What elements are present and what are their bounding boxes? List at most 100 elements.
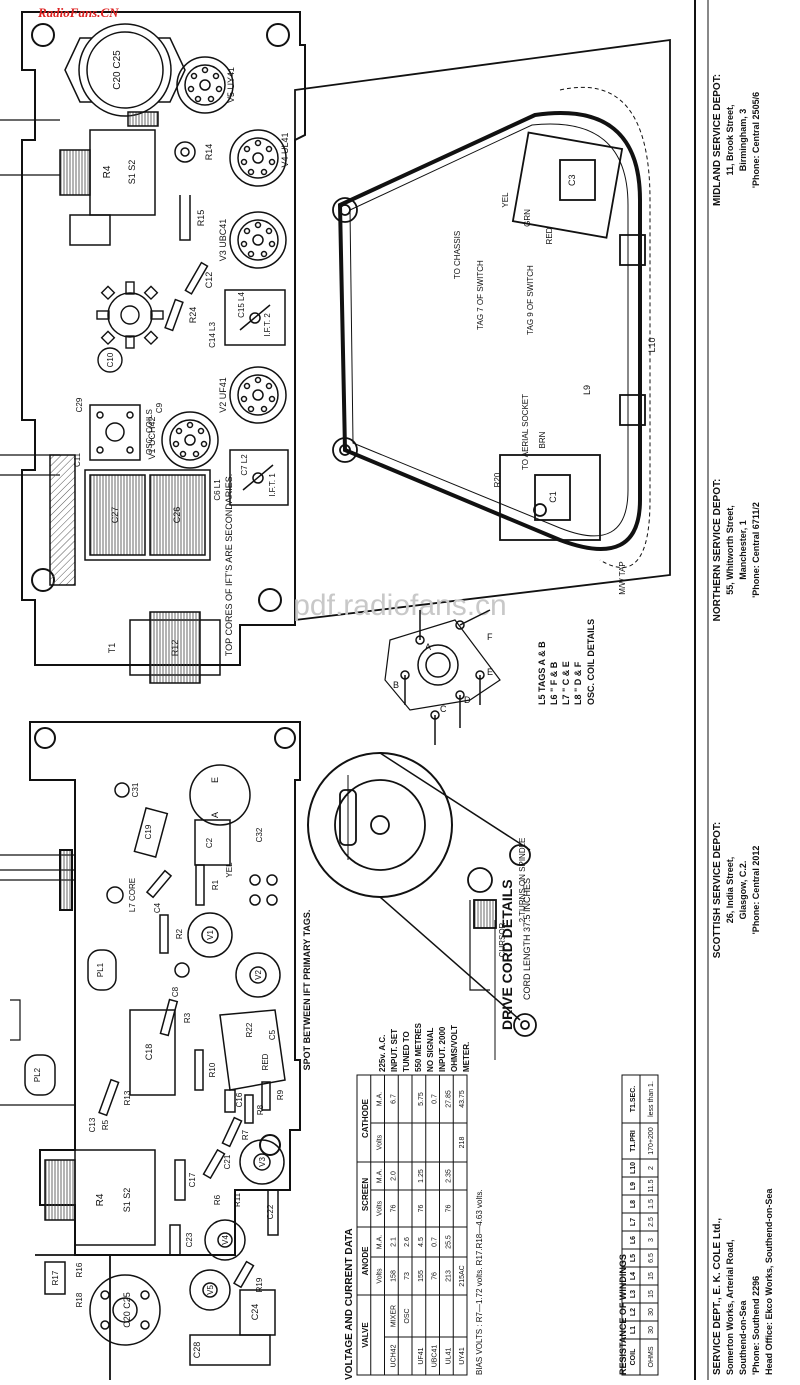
wt-value-7: 2.5 bbox=[648, 1217, 655, 1227]
e-label: E bbox=[210, 777, 220, 783]
depot-3-line-0: MIDLAND SERVICE DEPOT: bbox=[712, 74, 723, 206]
red-label: RED bbox=[545, 227, 554, 244]
c4-label: C4 bbox=[153, 902, 162, 913]
vt-cell-4-5: 27.85 bbox=[445, 1090, 452, 1108]
vt-cell-3-1: 0.7 bbox=[432, 1237, 439, 1247]
valve-socket-v3: V3 UBC41 bbox=[218, 211, 287, 269]
vt-cell-4-0: 213 bbox=[445, 1270, 452, 1282]
wt-value-12: less than 1. bbox=[648, 1081, 655, 1117]
c24-label: C24 bbox=[250, 1304, 260, 1321]
vt-cell-0-5: 6.7 bbox=[390, 1094, 397, 1104]
vt-valve-4: UL41 bbox=[445, 1348, 452, 1365]
wt-header-9: L9 bbox=[630, 1182, 637, 1190]
ift2-label: I.F.T. 2 bbox=[263, 313, 272, 337]
c6-l1-label: C6 L1 bbox=[213, 479, 222, 501]
vt-sub-0: MIXER bbox=[390, 1305, 397, 1327]
depot-1-line-2: Glasgow, C.2. bbox=[738, 861, 748, 920]
depot-1-line-0: SCOTTISH SERVICE DEPOT: bbox=[712, 822, 723, 959]
vt-group-header-2: SCREEN bbox=[361, 1178, 370, 1212]
l7-core-label: L7 CORE bbox=[128, 878, 137, 912]
vt-cell-2-0: 155 bbox=[418, 1270, 425, 1282]
vt-cell-5-5: 43.75 bbox=[459, 1090, 466, 1108]
wt-value-5: 6.5 bbox=[648, 1253, 655, 1263]
pin-b: B bbox=[393, 680, 399, 690]
v2-underside-label: V2 bbox=[254, 970, 263, 980]
vt-sub-header-3: M.A. bbox=[377, 1169, 384, 1183]
depot-2-line-0: NORTHERN SERVICE DEPOT: bbox=[712, 479, 723, 622]
depot-1-line-1: 26, India Street, bbox=[725, 857, 735, 924]
wt-value-4: 15 bbox=[648, 1272, 655, 1280]
depot-0-line-2: Southend-on-Sea bbox=[738, 1300, 748, 1375]
c5-label: C5 bbox=[268, 1029, 277, 1040]
wt-header-10: L10 bbox=[630, 1162, 637, 1174]
depot-2-line-1: 55, Whitworth Street, bbox=[725, 505, 735, 595]
vt-cell-2-5: 5.75 bbox=[418, 1092, 425, 1106]
wt-value-9: 11.5 bbox=[648, 1179, 655, 1192]
depot-0-line-4: Head Office: Ekco Works, Southend-on-Sea bbox=[764, 1188, 774, 1375]
note-line-7: OHMS/VOLT bbox=[450, 1025, 459, 1072]
c15-l4-label: C15 L4 bbox=[237, 292, 246, 318]
mw-tap-label: M/W TAP bbox=[618, 561, 627, 594]
note-line-2: INPUT. SET bbox=[390, 1029, 399, 1072]
v3-underside-label: V3 bbox=[258, 1157, 267, 1167]
pl2-label: PL2 bbox=[33, 1067, 42, 1082]
l10-label: L10 bbox=[647, 337, 657, 352]
wt-header-5: L5 bbox=[630, 1254, 637, 1262]
r3-label: R3 bbox=[183, 1012, 192, 1023]
vt-cell-3-0: 76 bbox=[432, 1272, 439, 1280]
c21-label: C21 bbox=[223, 1154, 232, 1169]
c27-label: C27 bbox=[110, 507, 120, 524]
pin-a: A bbox=[425, 642, 431, 652]
r19-label: R19 bbox=[255, 1277, 264, 1292]
a-label: A bbox=[210, 812, 220, 818]
v5-label: V5 UY41 bbox=[226, 67, 236, 103]
service-depots: SERVICE DEPT., E. K. COLE Ltd.,Somerton … bbox=[712, 74, 774, 1375]
r14-label: R14 bbox=[204, 144, 214, 161]
osc-tag-l6: L6 " F & B bbox=[549, 661, 559, 705]
wt-header-1: L1 bbox=[630, 1326, 637, 1334]
ferrite-aerial-frame: C3 YEL GRN RED TO CHASSIS TAG 7 OF SWITC… bbox=[294, 38, 671, 622]
wt-value-1: 30 bbox=[648, 1326, 655, 1334]
osc-coils-top: OSC. COILS C29 C11 C9 bbox=[73, 397, 164, 467]
ift1-label: I.F.T. 1 bbox=[268, 473, 277, 497]
r9-label: R9 bbox=[276, 1089, 285, 1100]
vt-cell-2-1: 4.5 bbox=[418, 1237, 425, 1247]
to-aerial-label: TO AERIAL SOCKET bbox=[521, 394, 530, 470]
red-underside-label: RED bbox=[261, 1053, 270, 1070]
wt-header-2: L2 bbox=[630, 1308, 637, 1316]
pin-f: F bbox=[487, 632, 493, 642]
cursor-label: CURSOR bbox=[498, 922, 507, 957]
tag7-label: TAG 7 OF SWITCH bbox=[476, 260, 485, 330]
r10-label: R10 bbox=[208, 1062, 217, 1077]
c26-label: C26 bbox=[172, 507, 182, 524]
c3-label: C3 bbox=[567, 174, 577, 186]
vt-sub-1: OSC bbox=[404, 1308, 411, 1323]
vt-cell-1-0: 73 bbox=[404, 1272, 411, 1280]
t1-label: T1 bbox=[107, 643, 117, 654]
depot-0-line-3: 'Phone: Southend 2296 bbox=[751, 1276, 761, 1375]
wt-header-3: L3 bbox=[630, 1290, 637, 1298]
vt-cell-5-4: 218 bbox=[459, 1137, 466, 1149]
to-chassis-label: TO CHASSIS bbox=[453, 231, 462, 279]
vt-cell-2-3: 1.25 bbox=[418, 1169, 425, 1183]
vt-group-header-1: ANODE bbox=[361, 1246, 370, 1276]
tuning-gang: C27 C26 bbox=[49, 454, 211, 586]
source-mark: RadioFans.CN bbox=[38, 5, 119, 20]
c9-label: C9 bbox=[155, 402, 164, 413]
depot-2-line-3: 'Phone: Central 6711/2 bbox=[751, 502, 761, 598]
note-line-6: INPUT. 2000 bbox=[438, 1026, 447, 1072]
vt-group-header-0: VALVE bbox=[361, 1322, 370, 1348]
c11-label: C11 bbox=[73, 452, 82, 467]
note-line-8: METER. bbox=[462, 1042, 471, 1072]
wt-value-2: 30 bbox=[648, 1308, 655, 1316]
underside-parts: E A C31 C19 C2 C32 YEL C4 R1 L7 CORE R2 … bbox=[24, 764, 286, 1292]
r12-label: R12 bbox=[170, 640, 180, 657]
windings-title: RESISTANCE OF WINDINGS bbox=[618, 1254, 628, 1375]
osc-tag-l5: L5 TAGS A & B bbox=[537, 641, 547, 705]
c32-label: C32 bbox=[255, 827, 264, 842]
r4-underside-label: R4 bbox=[95, 1193, 106, 1206]
vt-cell-5-0: 215AC bbox=[459, 1265, 466, 1286]
c10-label: C10 bbox=[106, 352, 115, 367]
